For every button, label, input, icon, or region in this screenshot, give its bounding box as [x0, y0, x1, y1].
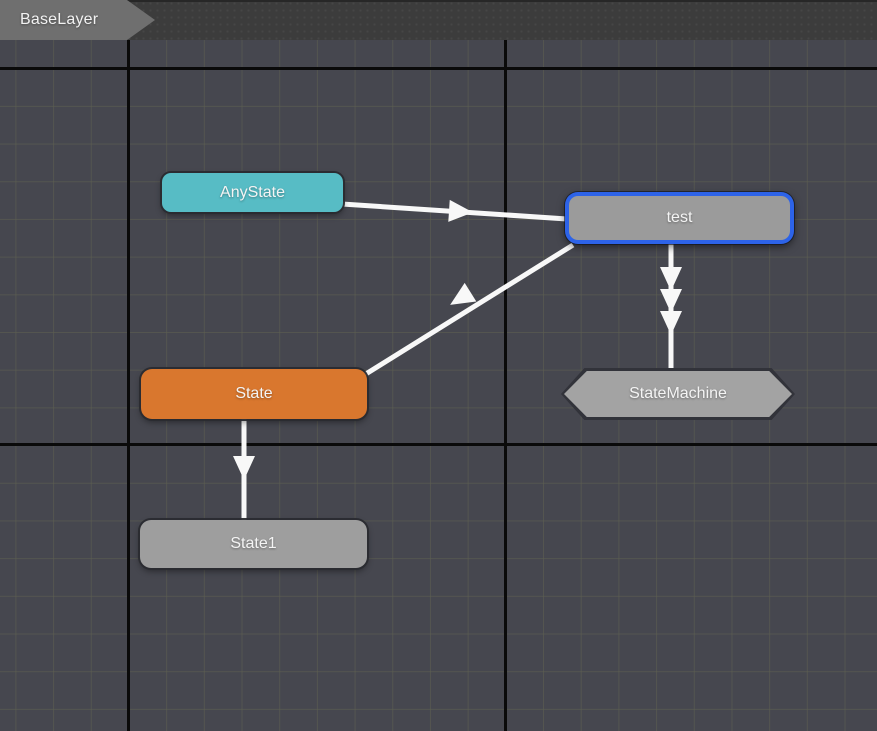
grid-major-line-horizontal — [0, 443, 877, 446]
breadcrumb-label: BaseLayer — [20, 11, 99, 28]
node-label: AnyState — [220, 183, 285, 201]
node-label: test — [666, 209, 693, 226]
node-label: State1 — [230, 535, 277, 552]
grid-major-line-vertical — [127, 40, 130, 731]
node-statemachine[interactable]: StateMachine — [561, 368, 795, 420]
node-state1[interactable]: State1 — [140, 520, 367, 568]
node-fill: StateMachine — [564, 371, 792, 417]
node-label: StateMachine — [629, 385, 727, 402]
breadcrumb-bar: BaseLayer — [0, 0, 877, 40]
grid-major-line-vertical — [504, 40, 507, 731]
node-test-selected[interactable]: test — [565, 192, 794, 244]
node-state[interactable]: State — [141, 369, 367, 419]
node-label: State — [235, 385, 273, 402]
node-anystate[interactable]: AnyState — [162, 173, 343, 212]
node-fill: test — [569, 196, 790, 240]
breadcrumb-tab-baselayer[interactable]: BaseLayer — [0, 0, 155, 40]
grid-major-line-horizontal — [0, 67, 877, 70]
